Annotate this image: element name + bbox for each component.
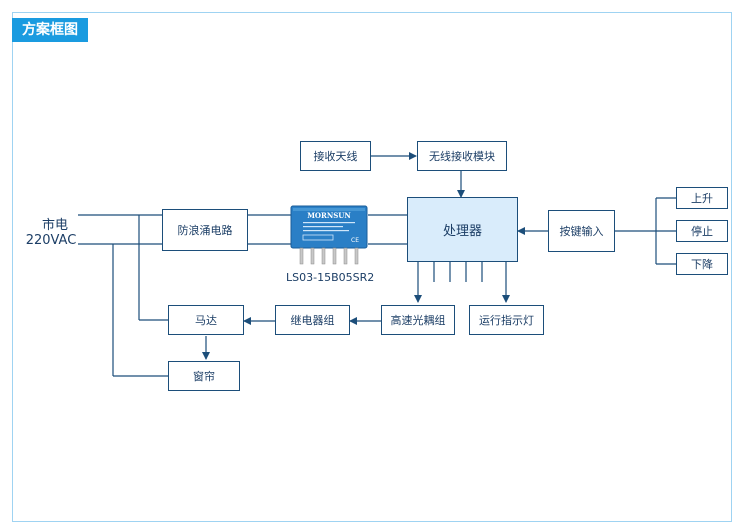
diagram-frame: [12, 12, 732, 522]
node-recv-antenna: 接收天线: [300, 141, 371, 171]
node-wireless-module: 无线接收模块: [417, 141, 507, 171]
node-up: 上升: [676, 187, 728, 209]
node-key-input: 按键输入: [548, 210, 615, 252]
node-surge-circuit: 防浪涌电路: [162, 209, 248, 251]
power-module-part-number: LS03-15B05SR2: [286, 271, 375, 284]
mains-label: 市电 220VAC: [26, 214, 77, 248]
node-curtain: 窗帘: [168, 361, 240, 391]
mains-label-line2: 220VAC: [25, 233, 77, 248]
node-processor: 处理器: [407, 197, 518, 262]
ce-mark-icon: CE: [351, 237, 359, 244]
node-optocoupler-group: 高速光耦组: [381, 305, 455, 335]
node-relay-group: 继电器组: [275, 305, 350, 335]
node-run-indicator: 运行指示灯: [469, 305, 544, 335]
mains-label-line1: 市电: [41, 218, 68, 233]
power-module-image: MORNSUN CE: [290, 205, 368, 265]
node-down: 下降: [676, 253, 728, 275]
node-motor: 马达: [168, 305, 244, 335]
module-pins: [299, 247, 359, 265]
module-brand-text: MORNSUN: [307, 211, 351, 220]
node-stop: 停止: [676, 220, 728, 242]
section-title: 方案框图: [12, 18, 88, 42]
